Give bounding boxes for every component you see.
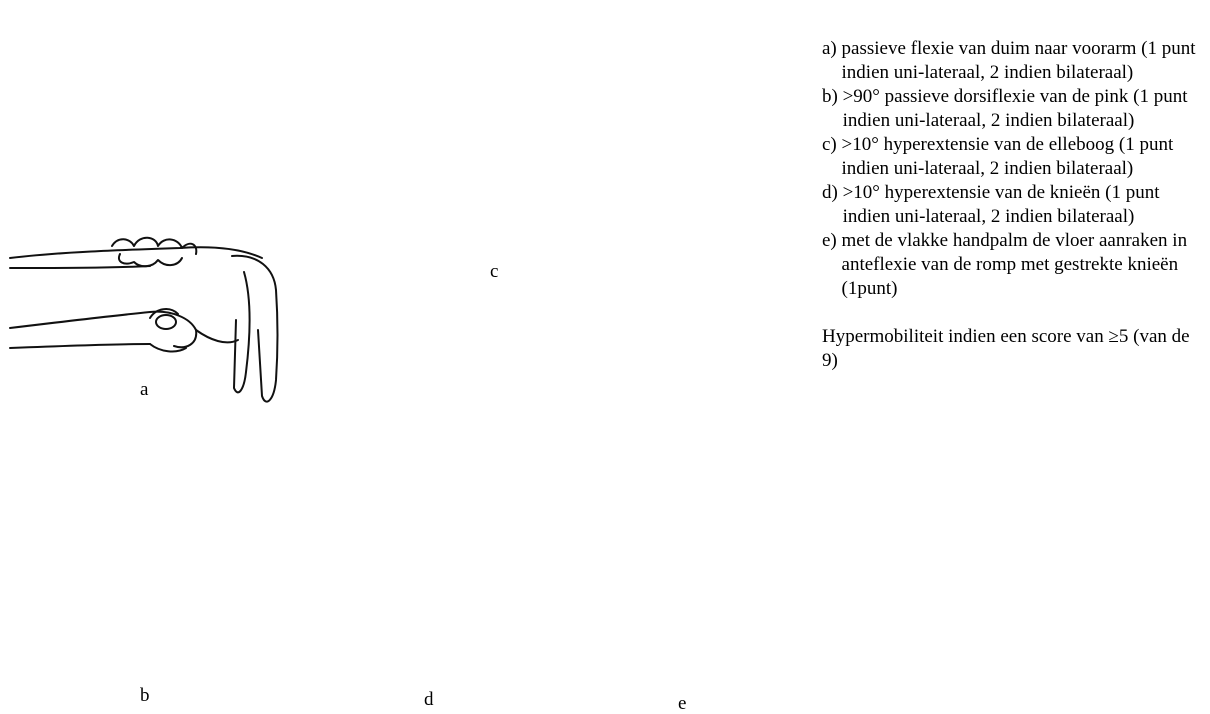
legend-item-b: b) >90° passieve dorsiflexie van de pink… [822, 85, 1207, 133]
legend-key: b) [822, 85, 843, 133]
legend-text: >10° hyperextensie van de elleboog (1 pu… [842, 133, 1207, 181]
figure-c-label: c [490, 262, 498, 281]
legend-key: c) [822, 133, 842, 181]
legend-item-a: a) passieve flexie van duim naar voorarm… [822, 37, 1207, 85]
legend-key: d) [822, 181, 843, 229]
figure-a-label: a [140, 380, 148, 399]
score-footer: Hypermobiliteit indien een score van ≥5 … [822, 325, 1207, 373]
legend-text: >90° passieve dorsiflexie van de pink (1… [843, 85, 1207, 133]
figure-e-label: e [678, 694, 686, 713]
legend-text: >10° hyperextensie van de knieën (1 punt… [843, 181, 1207, 229]
legend-key: e) [822, 229, 842, 301]
figure-d-label: d [424, 690, 434, 709]
beighton-illustration [0, 0, 800, 711]
legend-item-d: d) >10° hyperextensie van de knieën (1 p… [822, 181, 1207, 229]
criteria-legend: a) passieve flexie van duim naar voorarm… [822, 37, 1207, 373]
figure-b-label: b [140, 686, 150, 705]
figure-a-thumb-flexion-drawing [10, 238, 278, 402]
legend-key: a) [822, 37, 842, 85]
legend-text: passieve flexie van duim naar voorarm (1… [842, 37, 1207, 85]
legend-item-c: c) >10° hyperextensie van de elleboog (1… [822, 133, 1207, 181]
legend-text: met de vlakke handpalm de vloer aanraken… [842, 229, 1207, 301]
legend-item-e: e) met de vlakke handpalm de vloer aanra… [822, 229, 1207, 301]
